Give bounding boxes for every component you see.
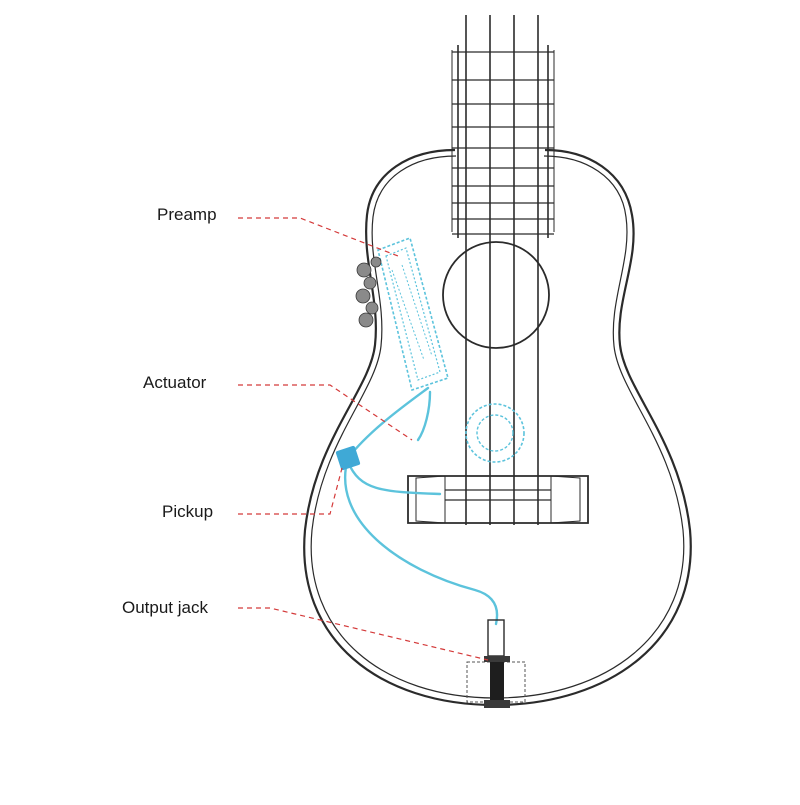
bridge <box>407 475 589 524</box>
label-pickup: Pickup <box>162 502 214 521</box>
frets <box>452 51 554 235</box>
actuator-component <box>465 403 525 463</box>
label-output-jack: Output jack <box>122 598 208 617</box>
label-preamp: Preamp <box>157 205 217 224</box>
label-actuator: Actuator <box>143 373 207 392</box>
strings <box>465 15 539 525</box>
preamp-component <box>377 236 449 392</box>
sound-hole <box>442 241 550 349</box>
output-jack-component <box>466 619 526 708</box>
cables <box>344 386 499 626</box>
pickup-block <box>335 445 361 471</box>
preamp-knobs <box>355 256 382 328</box>
leader-lines <box>238 217 489 661</box>
